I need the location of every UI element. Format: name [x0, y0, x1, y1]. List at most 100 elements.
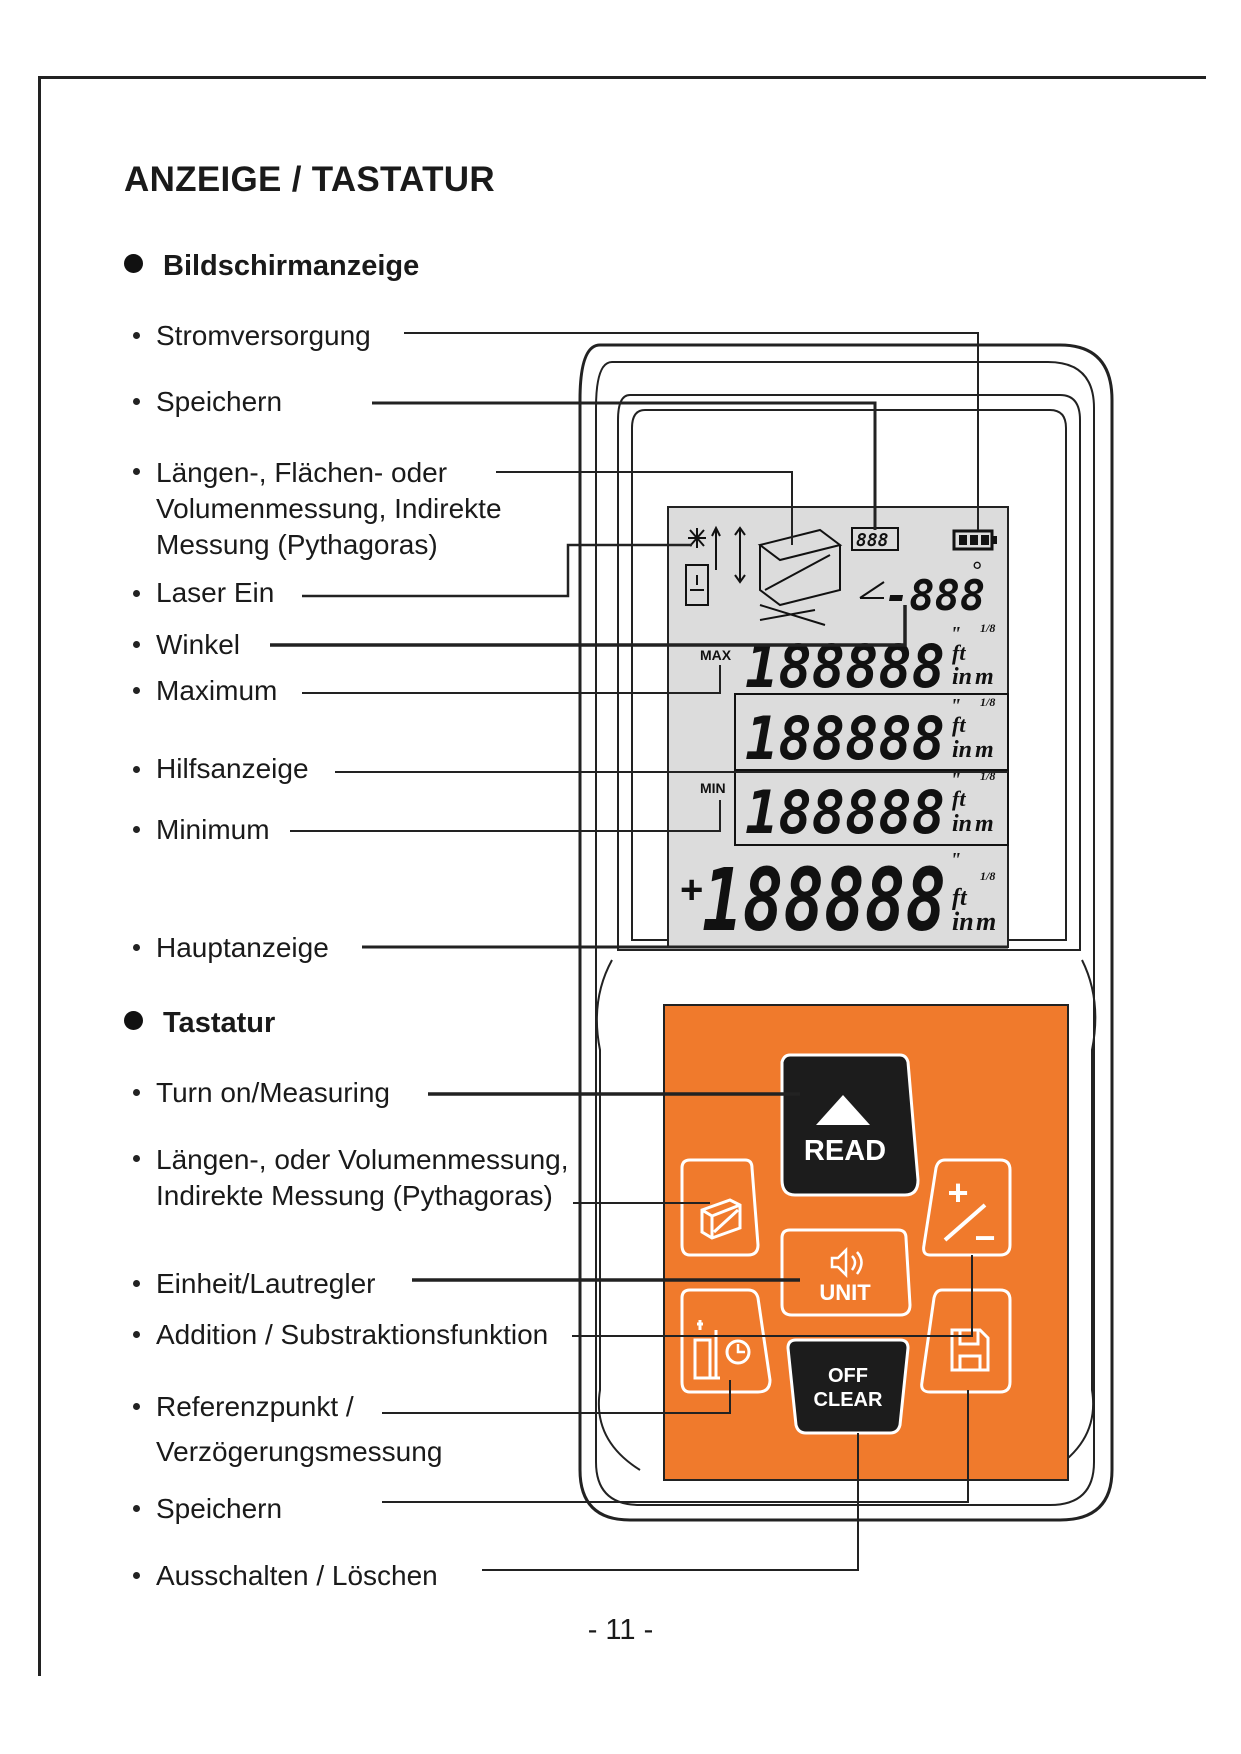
bullet-icon — [133, 590, 140, 597]
leader-lines — [270, 332, 1008, 1571]
svg-text:−: − — [974, 1217, 995, 1258]
bullet-icon — [133, 687, 140, 694]
reference-point-icon — [693, 1320, 720, 1380]
page-number: - 11 - — [587, 1614, 654, 1646]
measure-mode-button[interactable] — [680, 1158, 760, 1257]
svg-text:in: in — [952, 811, 972, 837]
lcd-aux-box — [734, 693, 1009, 846]
svg-text:m: m — [975, 811, 994, 837]
lcd-angle-digits: -888 — [884, 571, 985, 620]
page-title: ANZEIGE / TASTATUR — [124, 160, 495, 199]
label-mode-1: Längen-, oder Volumenmessung, — [156, 1144, 569, 1175]
label-max: Maximum — [156, 675, 278, 706]
lcd-min-tag: MIN — [700, 780, 726, 796]
label-measure-mode-3: Messung (Pythagoras) — [156, 529, 438, 560]
bullet-icon — [133, 1403, 140, 1410]
lcd-memory-digits: 888 — [856, 530, 889, 551]
svg-text:OFF: OFF — [828, 1365, 868, 1387]
label-unit: Einheit/Lautregler — [156, 1268, 376, 1299]
label-measure-mode-1: Längen-, Flächen- oder — [156, 457, 448, 488]
svg-text:+: + — [947, 1172, 968, 1213]
bullet-icon — [133, 944, 140, 951]
label-min: Minimum — [156, 814, 270, 845]
timer-icon — [725, 1339, 751, 1365]
off-clear-button[interactable]: OFF CLEAR — [786, 1338, 910, 1435]
lcd-row2-digits: 188888 — [745, 704, 945, 774]
label-plusminus: Addition / Substraktionsfunktion — [156, 1319, 549, 1350]
lcd-measure-mode-icon — [757, 528, 843, 626]
label-off: Ausschalten / Löschen — [156, 1560, 438, 1591]
reference-point-button[interactable] — [680, 1288, 772, 1394]
section-heading-keypad: Tastatur — [124, 1007, 275, 1040]
label-mode-2: Indirekte Messung (Pythagoras) — [156, 1180, 553, 1211]
lcd-row1-digits: 188888 — [745, 632, 945, 702]
svg-text:1/8: 1/8 — [980, 869, 995, 883]
svg-text:": " — [950, 623, 961, 645]
plus-minus-button[interactable]: + − — [922, 1158, 1012, 1258]
bullet-icon — [124, 254, 143, 273]
label-ref-2: Verzögerungsmessung — [156, 1436, 443, 1467]
svg-text:ft: ft — [952, 640, 966, 665]
page-border-top — [38, 76, 1206, 79]
label-memory: Speichern — [156, 386, 283, 417]
lcd-max-tag: MAX — [700, 647, 732, 663]
bullet-icon — [133, 1505, 140, 1512]
keypad-outline — [663, 1004, 1069, 1481]
speaker-icon — [830, 1246, 863, 1279]
bullet-icon — [133, 766, 140, 773]
lcd-battery-icon — [952, 529, 997, 551]
bullet-icon — [133, 1280, 140, 1287]
slash-icon — [943, 1203, 987, 1242]
lcd-main-digits: 188888 — [702, 851, 946, 951]
label-laser: Laser Ein — [156, 577, 275, 608]
bullet-icon — [133, 332, 140, 339]
bullet-icon — [133, 1572, 140, 1579]
svg-text:1/8: 1/8 — [980, 621, 995, 635]
svg-text:": " — [950, 695, 961, 717]
bullet-icon — [124, 1011, 143, 1030]
svg-text:m: m — [975, 664, 994, 690]
box-volume-icon — [700, 1198, 742, 1240]
lcd-laser-icon — [685, 525, 746, 606]
lcd-angle-icon — [859, 581, 885, 599]
svg-text:in: in — [952, 737, 972, 763]
triangle-up-icon — [816, 1095, 870, 1125]
device-body — [578, 343, 1114, 1522]
svg-text:m: m — [976, 907, 996, 936]
bullet-icon — [133, 641, 140, 648]
svg-text:in: in — [952, 664, 972, 690]
svg-text:CLEAR: CLEAR — [814, 1389, 883, 1411]
svg-text:": " — [950, 769, 961, 791]
label-read: Turn on/Measuring — [156, 1077, 390, 1108]
svg-text:ft: ft — [952, 786, 966, 811]
label-main: Hauptanzeige — [156, 932, 329, 963]
svg-text:ft: ft — [952, 885, 968, 911]
svg-text:m: m — [975, 737, 994, 763]
lcd-row3-digits: 188888 — [745, 778, 945, 848]
svg-text:in: in — [952, 907, 974, 936]
bullet-icon — [133, 1089, 140, 1096]
bullet-icon — [133, 1331, 140, 1338]
bullet-icon — [133, 1155, 140, 1162]
read-button[interactable]: READ — [780, 1053, 920, 1197]
label-power: Stromversorgung — [156, 320, 371, 351]
label-measure-mode-2: Volumenmessung, Indirekte — [156, 493, 502, 524]
lcd-main-sign: + — [680, 868, 703, 912]
page-border-left — [38, 76, 41, 1676]
svg-text:1/8: 1/8 — [980, 695, 995, 709]
lcd-units: " 1/8 ft in m " 1/8 ft in m " 1/8 ft in … — [950, 621, 996, 936]
save-button[interactable] — [920, 1288, 1012, 1394]
svg-text:ft: ft — [952, 712, 966, 737]
bullet-icon — [133, 468, 140, 475]
bullet-icon — [133, 398, 140, 405]
lcd-screen — [667, 506, 1009, 948]
section-heading-display: Bildschirmanzeige — [124, 250, 419, 283]
bullet-icon — [133, 826, 140, 833]
label-angle: Winkel — [156, 629, 241, 660]
svg-text:READ: READ — [804, 1135, 886, 1167]
lcd-degree-sign: ° — [972, 556, 982, 586]
svg-text:UNIT: UNIT — [819, 1280, 871, 1305]
unit-button[interactable]: UNIT — [780, 1228, 912, 1317]
label-ref-1: Referenzpunkt / — [156, 1391, 354, 1422]
